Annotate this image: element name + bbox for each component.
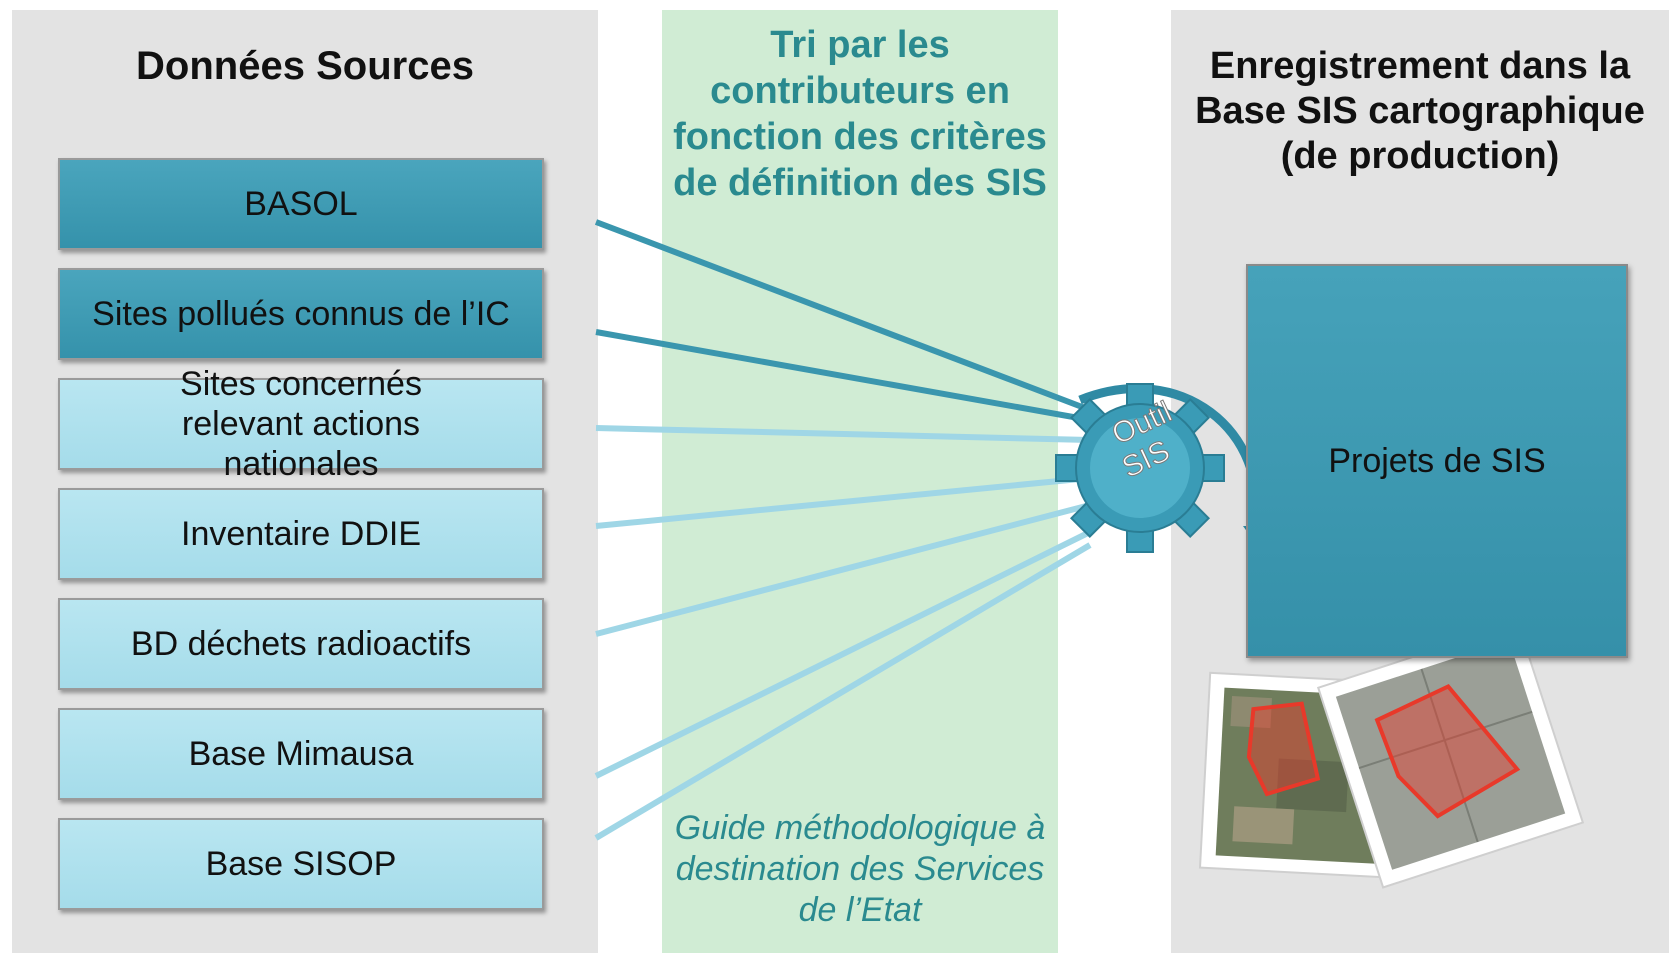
source-box-basol: BASOL [58,158,544,250]
source-data-title: Données Sources [136,44,474,88]
registration-title: Enregistrement dans la Base SIS cartogra… [1195,45,1645,177]
source-box-mimausa: Base Mimausa [58,708,544,800]
methodology-guide-note: Guide méthodologique à destination des S… [674,809,1046,929]
sorting-title: Tri par les contributeurs en fonction de… [673,24,1047,204]
connector-ic [595,329,1091,423]
source-box-sites-pollues: Sites pollués connus de l’IC [58,268,544,360]
gear-icon: Outil SIS [1055,383,1268,553]
connector-basol [594,219,1092,413]
map-thumbnail-plan [1316,621,1585,889]
sis-projects-box: Projets de SIS [1246,264,1628,658]
site-polygon [1246,701,1321,797]
connector-actions [595,425,1091,443]
site-polygon-plan [1374,684,1521,819]
source-box-inventaire-ddie: Inventaire DDIE [58,488,544,580]
connector-ddie [595,475,1091,529]
source-box-actions-nationales: Sites concernés relevant actions nationa… [58,365,544,483]
sorting-panel [662,10,1058,953]
source-box-sisop: Base SISOP [58,818,544,910]
connector-radio [595,502,1091,637]
source-box-dechets-radioactifs: BD déchets radioactifs [58,598,544,690]
connector-sisop [594,542,1092,841]
connector-mimausa [594,529,1092,779]
